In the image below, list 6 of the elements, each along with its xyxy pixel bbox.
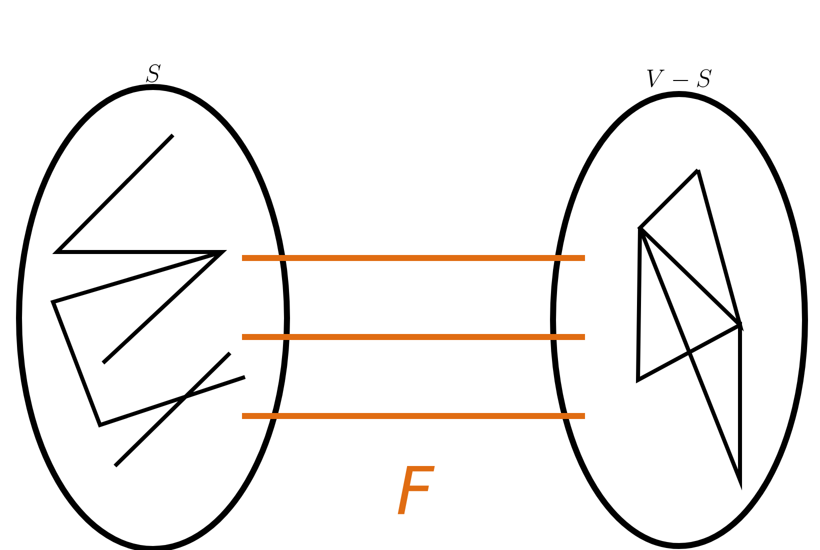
line — [242, 413, 585, 419]
line — [242, 255, 585, 261]
line — [242, 334, 585, 340]
node-label: $V - S$ — [647, 69, 712, 88]
set-label: F — [398, 466, 435, 514]
node-label: $S$ — [146, 64, 161, 82]
